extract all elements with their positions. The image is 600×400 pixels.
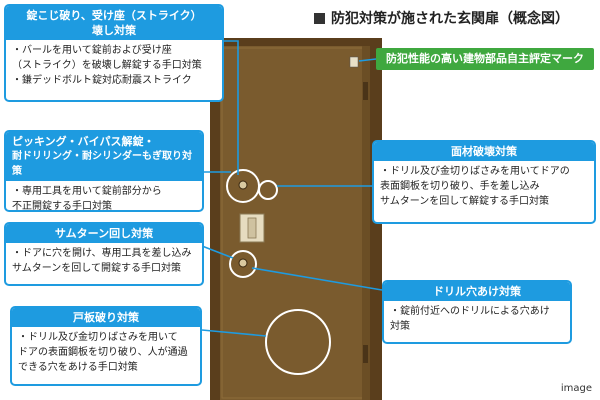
door-panel-circle — [265, 309, 331, 375]
body-line: ドアの表面鋼板を切り破り、人が通過 — [18, 347, 188, 358]
image-note: image — [560, 383, 592, 394]
connector-drill — [251, 267, 383, 291]
body-line: 対策 — [390, 321, 410, 332]
body-line: できる穴をあける手口対策 — [18, 362, 138, 373]
connector-door-panel — [201, 329, 267, 337]
body-line: ・ドリル及び金切りばさみを用いてドアの — [380, 166, 570, 177]
heading-line: ピッキング・バイパス解錠・ — [12, 135, 155, 148]
box-door-panel-body: ・ドリル及び金切りばさみを用いて ドアの表面鋼板を切り破り、人が通過 できる穴を… — [12, 327, 200, 378]
body-line: 不正開錠する手口対策 — [12, 201, 112, 212]
upper-lock-cylinder — [238, 180, 248, 190]
box-thumbturn-heading: サムターン回し対策 — [6, 224, 202, 243]
box-drill-heading: ドリル穴あけ対策 — [384, 282, 570, 301]
heading-line: ドリル穴あけ対策 — [433, 285, 521, 298]
box-face-break: 面材破壊対策 ・ドリル及び金切りばさみを用いてドアの 表面鋼板を切り破り、手を差… — [372, 140, 596, 224]
body-line: ・鎌デッドボルト錠対応耐震ストライク — [12, 75, 192, 86]
box-door-panel-heading: 戸板破り対策 — [12, 308, 200, 327]
box-drill-body: ・錠前付近へのドリルによる穴あけ 対策 — [384, 301, 570, 337]
box-face-break-body: ・ドリル及び金切りばさみを用いてドアの 表面鋼板を切り破り、手を差し込み サムタ… — [374, 161, 594, 212]
cp-mark — [349, 56, 359, 68]
box-picking-body: ・専用工具を用いて錠前部分から 不正開錠する手口対策 — [6, 181, 202, 212]
box-drill: ドリル穴あけ対策 ・錠前付近へのドリルによる穴あけ 対策 — [382, 280, 572, 344]
connector-mark — [358, 58, 377, 62]
heading-line: 耐ドリリング・耐シリンダーもぎ取り対策 — [12, 151, 192, 177]
hinge-strip — [362, 46, 370, 400]
heading-line: 面材破壊対策 — [451, 145, 517, 158]
body-line: 表面鋼板を切り破り、手を差し込み — [380, 181, 540, 192]
heading-line: 戸板破り対策 — [73, 311, 139, 324]
body-line: ・ドアに穴を開け、専用工具を差し込み — [12, 248, 192, 259]
heading-line: 錠こじ破り、受け座（ストライク） — [26, 9, 202, 22]
body-line: ・専用工具を用いて錠前部分から — [12, 186, 162, 197]
title-square-icon — [314, 13, 325, 24]
diagram-title: 防犯対策が施された玄関扉（概念図） — [314, 8, 569, 28]
body-line: サムターンを回して開錠する手口対策 — [12, 263, 181, 274]
box-face-break-heading: 面材破壊対策 — [374, 142, 594, 161]
connector-thumbturn — [201, 245, 234, 259]
mark-label: 防犯性能の高い建物部品自主評定マーク — [376, 48, 594, 70]
lower-lock-highlight-circle — [229, 250, 257, 278]
box-lock-break-heading: 錠こじ破り、受け座（ストライク） 壊し対策 — [6, 6, 222, 40]
heading-line: サムターン回し対策 — [54, 227, 154, 240]
box-thumbturn-body: ・ドアに穴を開け、専用工具を差し込み サムターンを回して開錠する手口対策 — [6, 243, 202, 279]
box-thumbturn: サムターン回し対策 ・ドアに穴を開け、専用工具を差し込み サムターンを回して開錠… — [4, 222, 204, 286]
body-line: ・バールを用いて錠前および受け座 — [12, 45, 172, 56]
box-lock-break: 錠こじ破り、受け座（ストライク） 壊し対策 ・バールを用いて錠前および受け座 （… — [4, 4, 224, 102]
heading-line: 壊し対策 — [92, 24, 136, 37]
body-line: （ストライク）を破壊し解錠する手口対策 — [12, 60, 202, 71]
box-door-panel: 戸板破り対策 ・ドリル及び金切りばさみを用いて ドアの表面鋼板を切り破り、人が通… — [10, 306, 202, 386]
box-picking-heading: ピッキング・バイパス解錠・ 耐ドリリング・耐シリンダーもぎ取り対策 — [6, 132, 202, 181]
lower-lock-cylinder — [238, 258, 248, 268]
door-handle — [247, 217, 257, 239]
body-line: サムターンを回して解錠する手口対策 — [380, 196, 549, 207]
box-picking: ピッキング・バイパス解錠・ 耐ドリリング・耐シリンダーもぎ取り対策 ・専用工具を… — [4, 130, 204, 212]
body-line: ・ドリル及び金切りばさみを用いて — [18, 332, 178, 343]
box-lock-break-body: ・バールを用いて錠前および受け座 （ストライク）を破壊し解錠する手口対策 ・鎌デ… — [6, 40, 222, 91]
body-line: ・錠前付近へのドリルによる穴あけ — [390, 306, 550, 317]
title-text: 防犯対策が施された玄関扉（概念図） — [331, 11, 569, 27]
panel-highlight-circle — [258, 180, 278, 200]
upper-hinge — [363, 82, 368, 100]
lower-hinge — [363, 345, 368, 363]
